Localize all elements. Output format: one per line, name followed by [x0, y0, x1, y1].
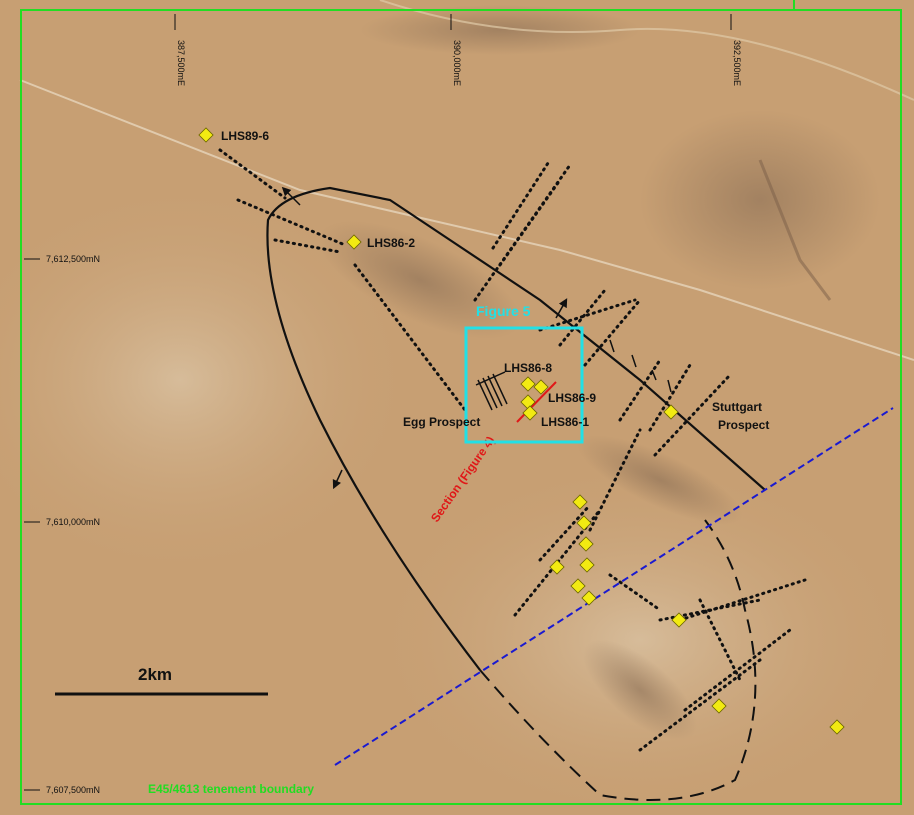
- egg-trenches: [475, 371, 508, 411]
- easting-label-387500: 387,500mE: [176, 40, 186, 86]
- figure-5-label: Figure 5: [476, 303, 531, 319]
- northing-label-7610000: 7,610,000mN: [46, 517, 100, 527]
- fault-line: [334, 407, 894, 766]
- stuttgart-prospect-label-line2: Prospect: [718, 418, 769, 432]
- fold-outline-dashed: [479, 519, 757, 801]
- drillhole-label-lhs86-2: LHS86-2: [367, 236, 415, 250]
- tenement-label: E45/4613 tenement boundary: [148, 782, 314, 796]
- plunge-arrow-sw: [332, 469, 343, 490]
- drillhole-label-lhs86-9: LHS86-9: [548, 391, 596, 405]
- drill-traverses: [218, 148, 807, 752]
- plunge-arrow-ne: [555, 298, 568, 319]
- egg-prospect-label: Egg Prospect: [403, 415, 480, 429]
- plunge-arrow-nw: [281, 186, 301, 206]
- section-line: [516, 381, 557, 423]
- drillhole-label-lhs86-8: LHS86-8: [504, 361, 552, 375]
- easting-label-390000: 390,000mE: [452, 40, 462, 86]
- drillhole-label-lhs89-6: LHS89-6: [221, 129, 269, 143]
- drillhole-label-lhs86-1: LHS86-1: [541, 415, 589, 429]
- ridge-ticks: [609, 339, 672, 393]
- scale-label: 2km: [138, 665, 172, 684]
- drill-collars: [198, 127, 845, 735]
- stuttgart-prospect-label-line1: Stuttgart: [712, 400, 762, 414]
- easting-label-392500: 392,500mE: [732, 40, 742, 86]
- northing-label-7612500: 7,612,500mN: [46, 254, 100, 264]
- grid-ticks: [24, 14, 732, 791]
- figure-5-box[interactable]: [464, 326, 584, 444]
- fold-outline: [266, 186, 766, 671]
- northing-label-7607500: 7,607,500mN: [46, 785, 100, 795]
